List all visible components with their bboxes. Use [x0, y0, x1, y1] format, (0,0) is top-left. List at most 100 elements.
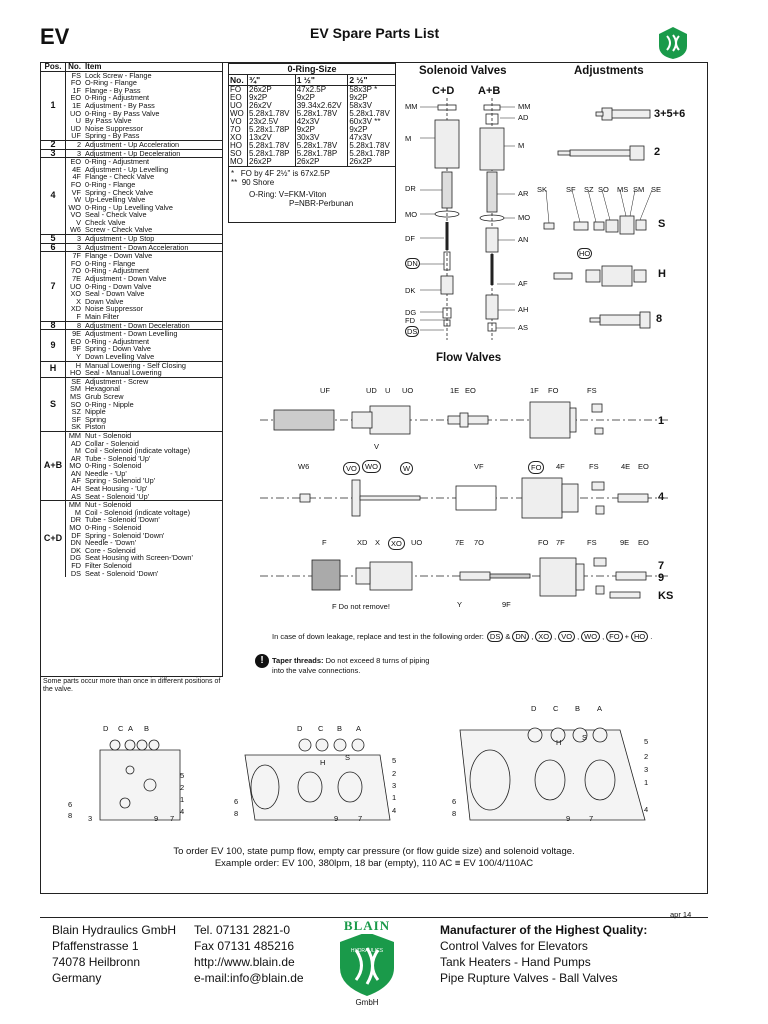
no-cell: M — [74, 507, 81, 517]
solenoid-cd-label: DG — [405, 308, 417, 317]
item-cell: Filter Solenoid — [85, 561, 132, 570]
leak-seq-item: DS — [486, 631, 504, 642]
flow-row1-label: FS — [587, 386, 597, 395]
oring-cell: 26x2P — [247, 85, 296, 94]
website-link[interactable]: http://www.blain.de — [194, 955, 295, 969]
oring-cell: 9x2P — [295, 94, 349, 102]
block-letter-label: C — [118, 724, 124, 733]
item-cell: Spring - Check Valve — [85, 187, 153, 197]
item-cell: Needle - 'Up' — [85, 468, 127, 478]
leak-seq-item: XO — [535, 631, 553, 642]
item-cell: Flange - Down Valve — [84, 251, 223, 260]
solenoid-valves-drawing — [420, 98, 515, 340]
oring-cell: 5.28x1.78P — [247, 126, 296, 134]
block-number-label: 6 — [68, 800, 73, 809]
item-cell: 0-Ring - Up Levelling Valve — [85, 202, 173, 212]
oring-cell: 58x3P * — [349, 85, 378, 94]
blain-shield-icon — [659, 27, 687, 59]
leak-seq-item: DN — [512, 631, 530, 642]
item-cell: Spring - By Pass — [85, 131, 140, 141]
adjust-part-label: SE — [651, 185, 662, 194]
flow-row3-label: 7E — [455, 538, 465, 547]
oring-cell: 13x2V — [247, 134, 296, 142]
flow-row3-label: XD — [357, 538, 368, 547]
no-cell: M — [74, 446, 81, 456]
flow-row2-label: 4F — [556, 462, 565, 471]
valve-block-drawings — [99, 727, 646, 821]
flow-row2-label: FO — [528, 461, 545, 474]
flow-row1-label: UD — [366, 386, 377, 395]
oring-cell: 47x2.5P — [295, 85, 349, 94]
block-number-label: 4 — [392, 806, 397, 815]
block-number-label: 5 — [644, 737, 649, 746]
no-cell: 1E — [72, 100, 81, 110]
block-number-label: 1 — [180, 795, 185, 804]
block-number-label: 1 — [392, 793, 397, 802]
item-cell: By Pass Valve — [85, 116, 132, 126]
item-cell: Lock Screw - Flange — [85, 70, 152, 80]
item-cell: Adjustment - Up Stop — [84, 234, 223, 244]
item-cell: Manual Lowering - Self Closing — [84, 360, 223, 370]
adjust-label-h: H — [658, 268, 666, 280]
item-cell: 0-Ring - Flange — [85, 258, 136, 268]
block-number-label: S — [345, 753, 351, 762]
solenoid-cd-label: DS — [405, 326, 420, 337]
item-cell: Screw - Check Valve — [85, 225, 153, 235]
item-cell: Seal - Manual Lowering — [85, 368, 162, 378]
adjustments-title: Adjustments — [574, 65, 644, 77]
flow-row3-label: 7O — [474, 538, 485, 547]
warning-icon: ! — [255, 654, 269, 668]
email-link[interactable]: e-mail:info@blain.de — [194, 971, 304, 985]
flow-row2-label: W — [400, 462, 414, 475]
oring-cell: 9x2P — [349, 125, 368, 134]
no-cell: FO — [70, 78, 81, 88]
solenoid-ab-label: AD — [518, 113, 529, 122]
oring-cell: 47x3V — [349, 133, 372, 142]
flow-label-ks: KS — [658, 590, 674, 602]
pos-cell: 9 — [41, 329, 66, 362]
adjustments-drawing — [543, 107, 653, 329]
leakage-note: In case of down leakage, replace and tes… — [272, 631, 653, 642]
no-cell: DR — [70, 515, 81, 525]
pos-cell: 7 — [41, 251, 66, 322]
no-cell: FD — [71, 561, 81, 570]
block-number-label: 5 — [180, 771, 185, 780]
no-cell: AN — [70, 468, 81, 478]
no-cell: SM — [70, 384, 81, 394]
no-cell: DK — [70, 545, 81, 555]
block-letter-label: A — [356, 724, 362, 733]
no-cell: 8 — [65, 320, 84, 330]
no-cell: XO — [70, 289, 81, 299]
item-cell: Tube - Solenoid 'Up' — [85, 453, 151, 463]
parts-header-row: Pos.No.Item — [41, 62, 223, 72]
flow-row3-label: F — [322, 538, 327, 547]
item-cell: Check Valve — [85, 217, 126, 227]
block-letter-label: C — [318, 724, 324, 733]
pos-cell: 8 — [41, 320, 66, 330]
item-cell: 0-Ring - Adjustment — [84, 157, 223, 166]
leak-seq-item: , — [577, 632, 580, 641]
blain-logo-icon — [338, 918, 396, 996]
block-letter-label: D — [103, 724, 109, 733]
oring-header-cell: 2 ½" — [347, 75, 395, 86]
flow-row2-label: EO — [638, 462, 649, 471]
no-cell: EO — [70, 93, 81, 103]
no-cell: DS — [70, 568, 81, 578]
taper-note: Taper threads: Do not exceed 8 turns of … — [272, 656, 430, 675]
item-cell: Main Filter — [85, 312, 120, 321]
flow-row2-label: VF — [474, 462, 484, 471]
no-cell: UO — [70, 108, 81, 118]
oring-cell: 26x2P — [349, 157, 372, 166]
leak-seq-item: + — [624, 632, 629, 641]
